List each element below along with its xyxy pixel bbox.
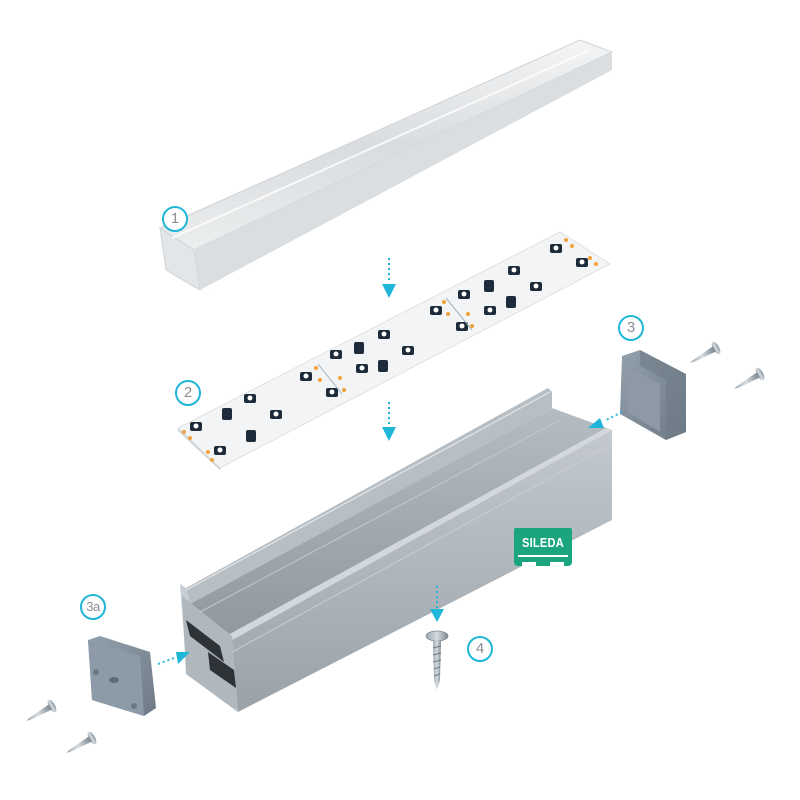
screw-icon [690, 341, 721, 363]
logo-notch [550, 562, 564, 567]
sileda-logo: SILEDA [514, 528, 572, 567]
callout-1-diffuser: 1 [162, 206, 188, 232]
logo-base-line [518, 555, 568, 560]
callout-2-led-strip: 2 [175, 380, 201, 406]
logo-notch [522, 562, 536, 567]
aluminium-profile [180, 388, 613, 712]
logo-text: SILEDA [521, 535, 565, 550]
arrow-left-icon [588, 411, 623, 428]
led-strip [177, 231, 611, 471]
screw-icon [66, 731, 97, 753]
screw-icon [734, 367, 765, 389]
end-cap-left [88, 636, 156, 716]
arrow-right-icon [157, 652, 190, 665]
arrow-down-icon [382, 402, 396, 441]
end-cap-right [620, 350, 686, 440]
arrow-down-icon [382, 258, 396, 298]
screw-icon [425, 630, 449, 690]
callout-3a-end-cap: 3a [80, 594, 106, 620]
arrow-down-icon [430, 586, 444, 622]
callout-3-end-cap: 3 [618, 315, 644, 341]
diffuser-cover [158, 39, 614, 296]
screw-icon [26, 699, 57, 721]
callout-4-screw: 4 [467, 636, 493, 662]
